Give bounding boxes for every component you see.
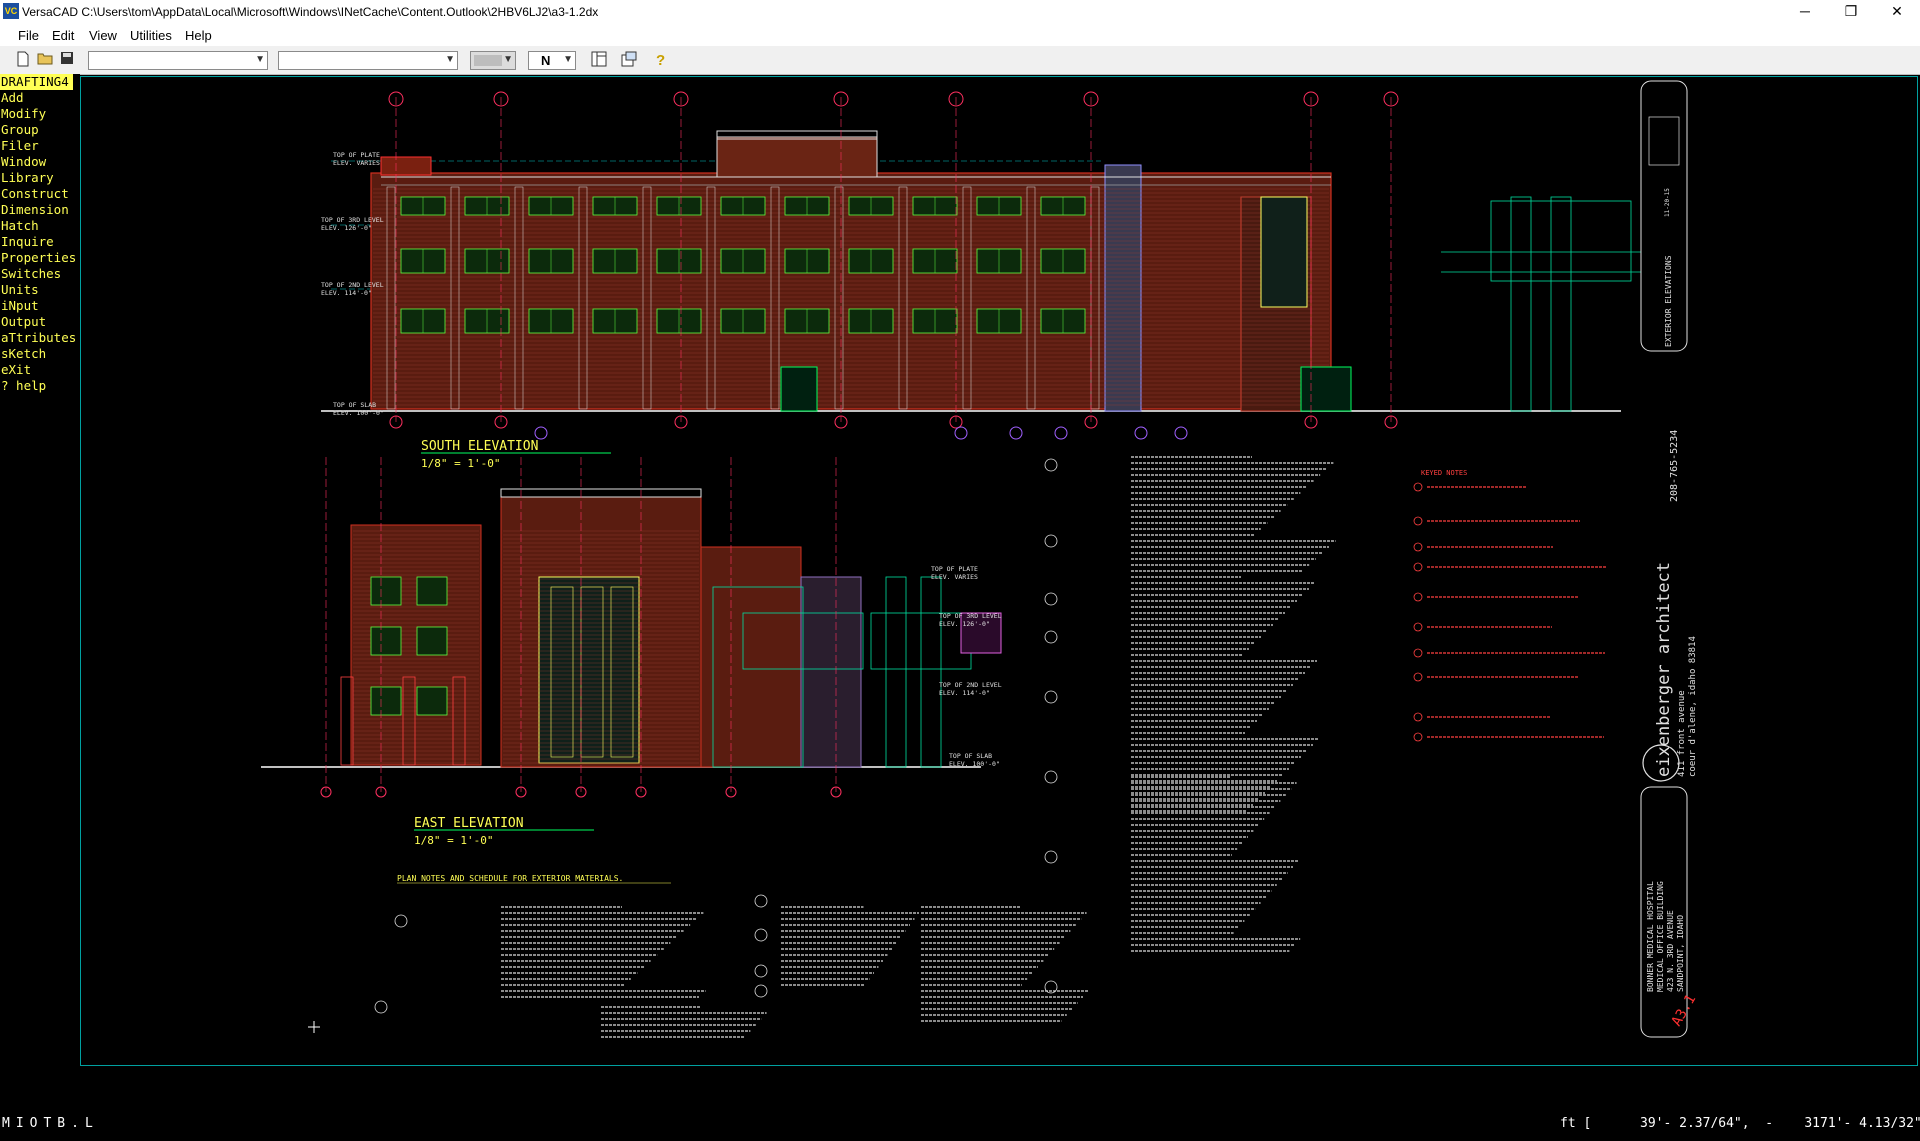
- sidebar-item-library[interactable]: Library: [1, 170, 54, 185]
- east-elevation-title: EAST ELEVATION: [414, 816, 524, 831]
- open-folder-icon[interactable]: [36, 51, 54, 69]
- sidebar-item-properties[interactable]: Properties: [1, 250, 77, 265]
- sidebar-item-hatch[interactable]: Hatch: [1, 218, 39, 233]
- level-label: TOP OF 3RD LEVEL: [939, 612, 1002, 620]
- chevron-down-icon: ▼: [445, 54, 455, 65]
- sidebar-item-exit[interactable]: eXit: [1, 362, 32, 377]
- sidebar-item-dimension[interactable]: Dimension: [1, 202, 69, 217]
- sheet-date: 11-20-15: [1664, 188, 1671, 217]
- sidebar-item-help[interactable]: ? help: [1, 378, 47, 393]
- south-elevation-drawing: TOP OF PLATE ELEV. VARIES TOP OF 3RD LEV…: [321, 91, 1641, 470]
- sidebar-item-window[interactable]: Window: [1, 154, 47, 169]
- level-label: TOP OF PLATE: [333, 151, 380, 159]
- sidebar-header[interactable]: DRAFTING4: [0, 74, 73, 90]
- menu-file[interactable]: File: [18, 28, 39, 43]
- south-elevation-title: SOUTH ELEVATION: [421, 439, 538, 454]
- east-elevation-drawing: TOP OF PLATE ELEV. VARIES TOP OF 3RD LEV…: [261, 457, 1002, 847]
- cad-drawing: TOP OF PLATE ELEV. VARIES TOP OF 3RD LEV…: [261, 80, 1700, 1038]
- maximize-button[interactable]: ❐: [1844, 3, 1858, 19]
- color-combo[interactable]: ▼: [470, 51, 516, 70]
- level-label: ELEV. 126'-0": [939, 620, 990, 628]
- plan-notes-title: PLAN NOTES AND SCHEDULE FOR EXTERIOR MAT…: [397, 874, 623, 883]
- style-combo[interactable]: ▼: [278, 51, 458, 70]
- sidebar-item-units[interactable]: Units: [1, 282, 39, 297]
- level-label: ELEV. 100'-0": [949, 760, 1000, 768]
- plan-notes-schedule: PLAN NOTES AND SCHEDULE FOR EXTERIOR MAT…: [374, 456, 1336, 1038]
- project-name-2: MEDICAL OFFICE BUILDING: [1656, 881, 1665, 992]
- sidebar-item-modify[interactable]: Modify: [1, 106, 47, 121]
- architect-address-2: coeur d'alene, idaho 83814: [1688, 636, 1698, 777]
- pen-value: N: [541, 53, 551, 68]
- sidebar-item-switches[interactable]: Switches: [1, 266, 62, 281]
- level-label: TOP OF SLAB: [949, 752, 992, 760]
- east-elevation-scale: 1/8" = 1'-0": [414, 834, 493, 847]
- menu-help[interactable]: Help: [185, 28, 212, 43]
- title-bar: VC VersaCAD C:\Users\tom\AppData\Local\M…: [0, 0, 1920, 24]
- help-icon[interactable]: ?: [652, 51, 670, 69]
- minimize-button[interactable]: ─: [1800, 3, 1810, 19]
- status-units: ft [: [1560, 1116, 1592, 1131]
- project-city: SANDPOINT, IDAHO: [1676, 915, 1685, 992]
- svg-text:?: ?: [656, 52, 665, 67]
- sidebar-item-add[interactable]: Add: [1, 90, 24, 105]
- status-coordinates: 39'- 2.37/64", - 3171'- 4.13/32"]: [1640, 1116, 1920, 1131]
- new-file-icon[interactable]: [14, 51, 32, 69]
- sidebar-item-construct[interactable]: Construct: [1, 186, 69, 201]
- crosshair-cursor-icon: [308, 1021, 320, 1033]
- status-mode: MIOTB.L: [2, 1116, 99, 1131]
- chevron-down-icon: ▼: [503, 54, 513, 65]
- window-title: VersaCAD C:\Users\tom\AppData\Local\Micr…: [22, 5, 599, 19]
- menu-edit[interactable]: Edit: [52, 28, 75, 43]
- keyed-notes: KEYED NOTES: [1413, 469, 1606, 742]
- keyed-notes-title: KEYED NOTES: [1421, 469, 1467, 477]
- level-label: TOP OF 2ND LEVEL: [321, 281, 384, 289]
- architect-name: eixenberger architect: [1654, 562, 1674, 777]
- close-button[interactable]: ✕: [1891, 3, 1903, 19]
- level-label: ELEV. VARIES: [333, 159, 380, 167]
- architect-phone: 208-765-5234: [1669, 430, 1680, 502]
- level-label: ELEV. 100'-0": [333, 409, 384, 417]
- pen-combo[interactable]: N ▼: [528, 51, 576, 70]
- sidebar-item-filer[interactable]: Filer: [1, 138, 39, 153]
- sidebar-item-input[interactable]: iNput: [1, 298, 39, 313]
- sidebar-item-sketch[interactable]: sKetch: [1, 346, 47, 361]
- sheet-title: EXTERIOR ELEVATIONS: [1664, 255, 1673, 347]
- menu-view[interactable]: View: [89, 28, 117, 43]
- title-block: EXTERIOR ELEVATIONS 11-20-15 208-765-523…: [1640, 80, 1700, 1038]
- south-elevation-scale: 1/8" = 1'-0": [421, 457, 500, 470]
- layers-icon[interactable]: [590, 51, 608, 69]
- drawing-canvas[interactable]: TOP OF PLATE ELEV. VARIES TOP OF 3RD LEV…: [80, 76, 1918, 1066]
- architect-address-1: 411 front avenue: [1677, 690, 1687, 777]
- level-label: TOP OF 2ND LEVEL: [939, 681, 1002, 689]
- level-label: TOP OF PLATE: [931, 565, 978, 573]
- level-label: ELEV. 114'-0": [321, 289, 372, 297]
- sidebar-item-inquire[interactable]: Inquire: [1, 234, 54, 249]
- sheet-number: A3.1: [1669, 992, 1700, 1029]
- level-label: TOP OF 3RD LEVEL: [321, 216, 384, 224]
- level-label: TOP OF SLAB: [333, 401, 376, 409]
- save-icon[interactable]: [58, 51, 76, 69]
- window-icon[interactable]: [620, 51, 638, 69]
- versacad-app-icon[interactable]: VC: [3, 3, 19, 19]
- sidebar-item-output[interactable]: Output: [1, 314, 47, 329]
- level-label: ELEV. 114'-0": [939, 689, 990, 697]
- sidebar-item-group[interactable]: Group: [1, 122, 39, 137]
- chevron-down-icon: ▼: [255, 54, 265, 65]
- layer-combo[interactable]: ▼: [88, 51, 268, 70]
- menu-utilities[interactable]: Utilities: [130, 28, 172, 43]
- level-label: ELEV. 126'-0": [321, 224, 372, 232]
- color-swatch: [474, 55, 502, 66]
- status-bar: MIOTB.L ft [ 39'- 2.37/64", - 3171'- 4.1…: [0, 1110, 1920, 1141]
- project-address: 423 N. 3RD AVENUE: [1666, 910, 1675, 992]
- sidebar-item-attributes[interactable]: aTtributes: [1, 330, 77, 345]
- level-label: ELEV. VARIES: [931, 573, 978, 581]
- chevron-down-icon: ▼: [563, 54, 573, 65]
- command-sidebar: DRAFTING4 Add Modify Group Filer Window …: [0, 74, 80, 1064]
- project-name-1: BONNER MEDICAL HOSPITAL: [1646, 881, 1655, 992]
- menu-bar: File Edit View Utilities Help: [0, 24, 1920, 46]
- toolbar: ▼ ▼ ▼ N ▼ ?: [0, 46, 1920, 75]
